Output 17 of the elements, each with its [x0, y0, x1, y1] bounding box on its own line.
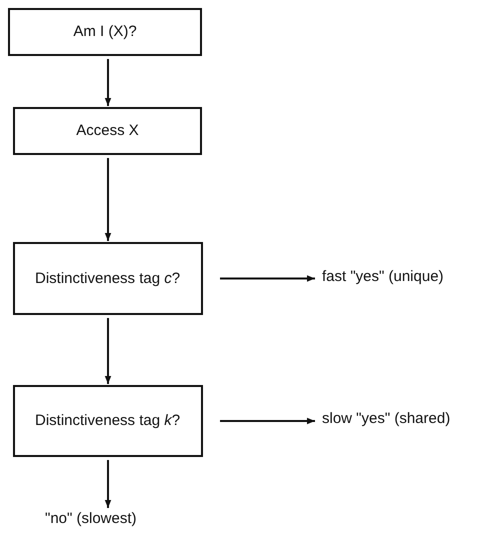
- arrow: [104, 59, 112, 106]
- arrow: [104, 460, 112, 508]
- arrow: [220, 418, 315, 424]
- arrow: [104, 318, 112, 384]
- process-box: [13, 107, 202, 155]
- box-label: Distinctiveness tag k?: [35, 411, 180, 431]
- outcome-text: fast "yes" (unique): [322, 268, 444, 285]
- outcome-text: slow "yes" (shared): [322, 410, 450, 427]
- arrow: [104, 158, 112, 241]
- process-box: [13, 385, 203, 457]
- process-box: [8, 8, 202, 56]
- process-box: [13, 242, 203, 315]
- outcome-text: "no" (slowest): [45, 510, 137, 527]
- box-label: Am I (X)?: [73, 22, 137, 42]
- box-label: Access X: [76, 121, 139, 141]
- box-label: Distinctiveness tag c?: [35, 268, 180, 288]
- arrow: [220, 275, 315, 282]
